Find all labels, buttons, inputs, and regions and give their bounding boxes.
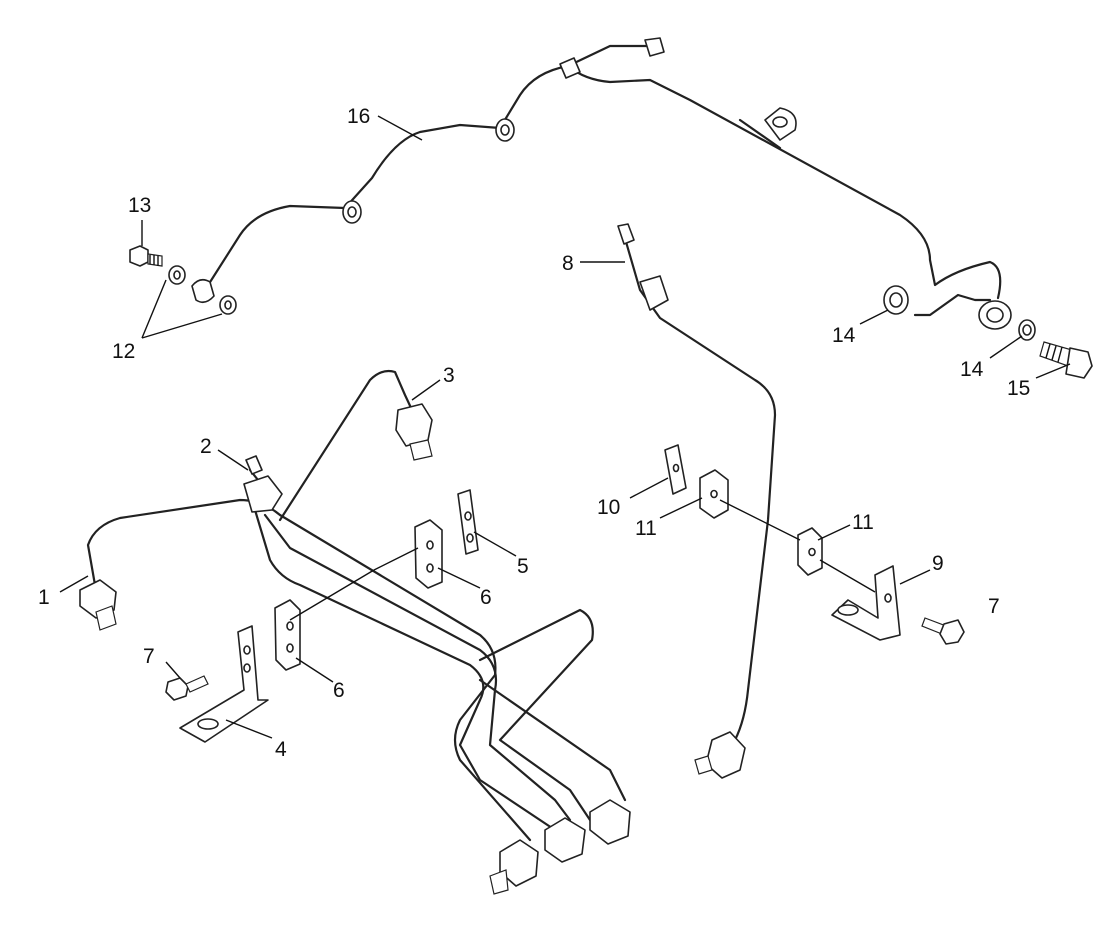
callout-11-right: 11 — [852, 511, 874, 534]
part-11-clamp-lower — [797, 527, 823, 576]
callout-6-lower: 6 — [333, 679, 345, 702]
part-6-clamp-lower — [274, 599, 301, 671]
callout-14-right: 14 — [960, 358, 984, 381]
callout-7-right: 7 — [988, 595, 1000, 618]
callout-11-left: 11 — [635, 517, 657, 540]
pipe-bundle — [86, 468, 627, 842]
bundle-end-nuts — [489, 799, 631, 895]
part-7-bolt-right — [921, 617, 965, 645]
callout-labels: 1 2 3 4 5 6 6 7 7 8 9 10 11 11 12 13 14 … — [38, 105, 1030, 761]
callout-1: 1 — [38, 586, 50, 609]
callout-7-left: 7 — [143, 645, 155, 668]
callout-15: 15 — [1007, 377, 1030, 400]
callout-14-left: 14 — [832, 324, 856, 347]
callout-4: 4 — [275, 738, 287, 761]
callout-10: 10 — [597, 496, 620, 519]
part-3-injection-pipe — [278, 369, 433, 522]
callout-2: 2 — [200, 435, 212, 458]
part-13-bolt — [129, 245, 163, 267]
part-11-clamp-upper — [699, 469, 729, 519]
part-12-washers — [168, 265, 237, 315]
callout-8: 8 — [562, 252, 574, 275]
part-10-plate — [664, 444, 687, 495]
part-7-bolt-left — [165, 675, 209, 701]
part-15-banjo-bolt — [1039, 341, 1093, 379]
part-8-injection-pipe — [617, 223, 777, 779]
callout-13: 13 — [128, 194, 151, 217]
part-2-nut — [243, 455, 283, 513]
callout-3: 3 — [443, 364, 455, 387]
part-9-bracket — [831, 565, 901, 641]
part-16-return-line — [191, 37, 1012, 330]
callout-12: 12 — [112, 340, 135, 363]
callout-5: 5 — [517, 555, 529, 578]
part-6-clamp-upper — [414, 519, 443, 589]
part-1-nut — [79, 579, 117, 631]
callout-9: 9 — [932, 552, 944, 575]
part-14-washers — [883, 285, 1036, 341]
callout-16: 16 — [347, 105, 370, 128]
part-5-plate — [457, 489, 479, 555]
leader-lines — [59, 115, 1071, 739]
callout-6-upper: 6 — [480, 586, 492, 609]
part-4-bracket — [179, 625, 269, 743]
